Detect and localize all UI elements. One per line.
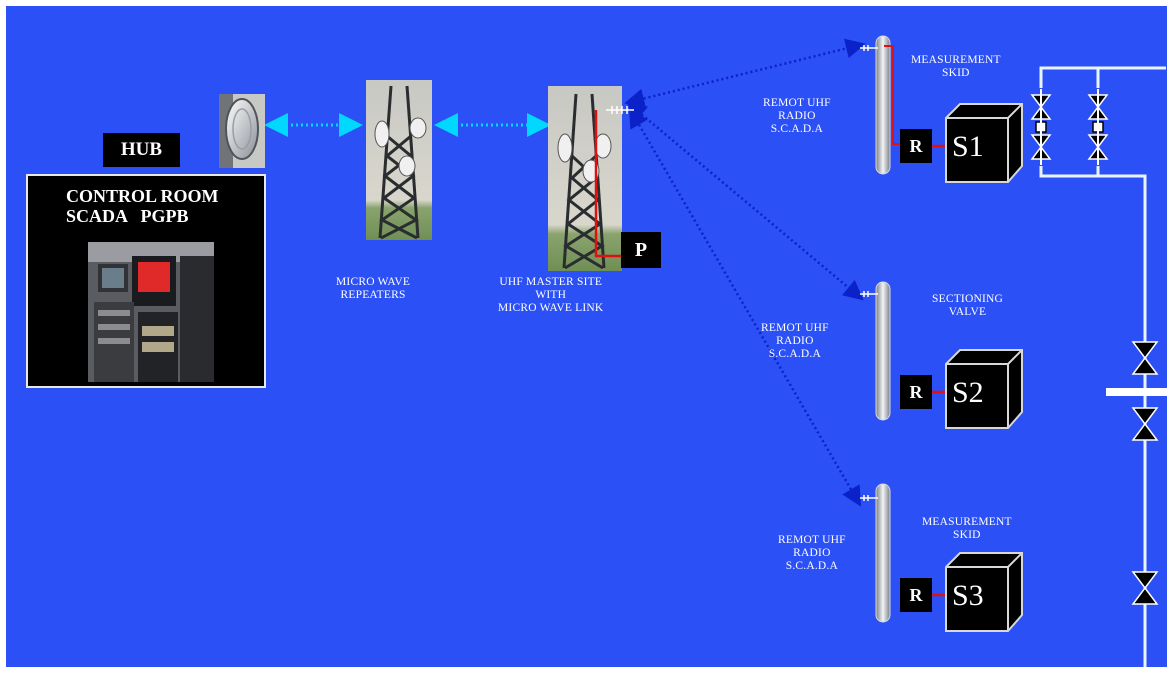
control-room-line1: CONTROL ROOM [66, 186, 219, 206]
valve-pair-icon [1032, 89, 1107, 165]
remote1-caption: MEASUREMENT SKID [911, 54, 1001, 80]
repeater-label: MICRO WAVE REPEATERS [336, 276, 410, 302]
pmu-tag: P [621, 232, 661, 268]
scada-network-diagram: HUB CONTROL ROOM SCADA PGPB [6, 6, 1167, 667]
hub-dish-icon [219, 94, 265, 168]
remote3-caption: MEASUREMENT SKID [922, 516, 1012, 542]
skid-s1-label: S1 [952, 130, 984, 164]
repeater-tower-icon [366, 80, 432, 240]
remote2-caption: SECTIONING VALVE [932, 293, 1003, 319]
workstation-photo-icon [88, 242, 214, 382]
remote-mast-1-icon [860, 36, 901, 174]
skid-s3-label: S3 [952, 579, 984, 613]
remote-mast-2-icon [860, 282, 890, 420]
control-room-title: CONTROL ROOM SCADA PGPB [66, 186, 219, 226]
uhf-master-label: UHF MASTER SITE WITH MICRO WAVE LINK [498, 276, 603, 315]
rtu-tag-3: R [900, 578, 932, 612]
hub-label: HUB [103, 133, 180, 167]
remote2-label: REMOT UHF RADIO S.C.A.D.A [761, 322, 829, 361]
control-room-box: CONTROL ROOM SCADA PGPB [26, 174, 266, 388]
skid-s2-label: S2 [952, 376, 984, 410]
rtu-tag-1: R [900, 129, 932, 163]
remote1-label: REMOT UHF RADIO S.C.A.D.A [763, 97, 831, 136]
control-room-line2: SCADA PGPB [66, 206, 219, 226]
remote-mast-3-icon [860, 484, 890, 622]
remote3-label: REMOT UHF RADIO S.C.A.D.A [778, 534, 846, 573]
rtu-tag-2: R [900, 375, 932, 409]
